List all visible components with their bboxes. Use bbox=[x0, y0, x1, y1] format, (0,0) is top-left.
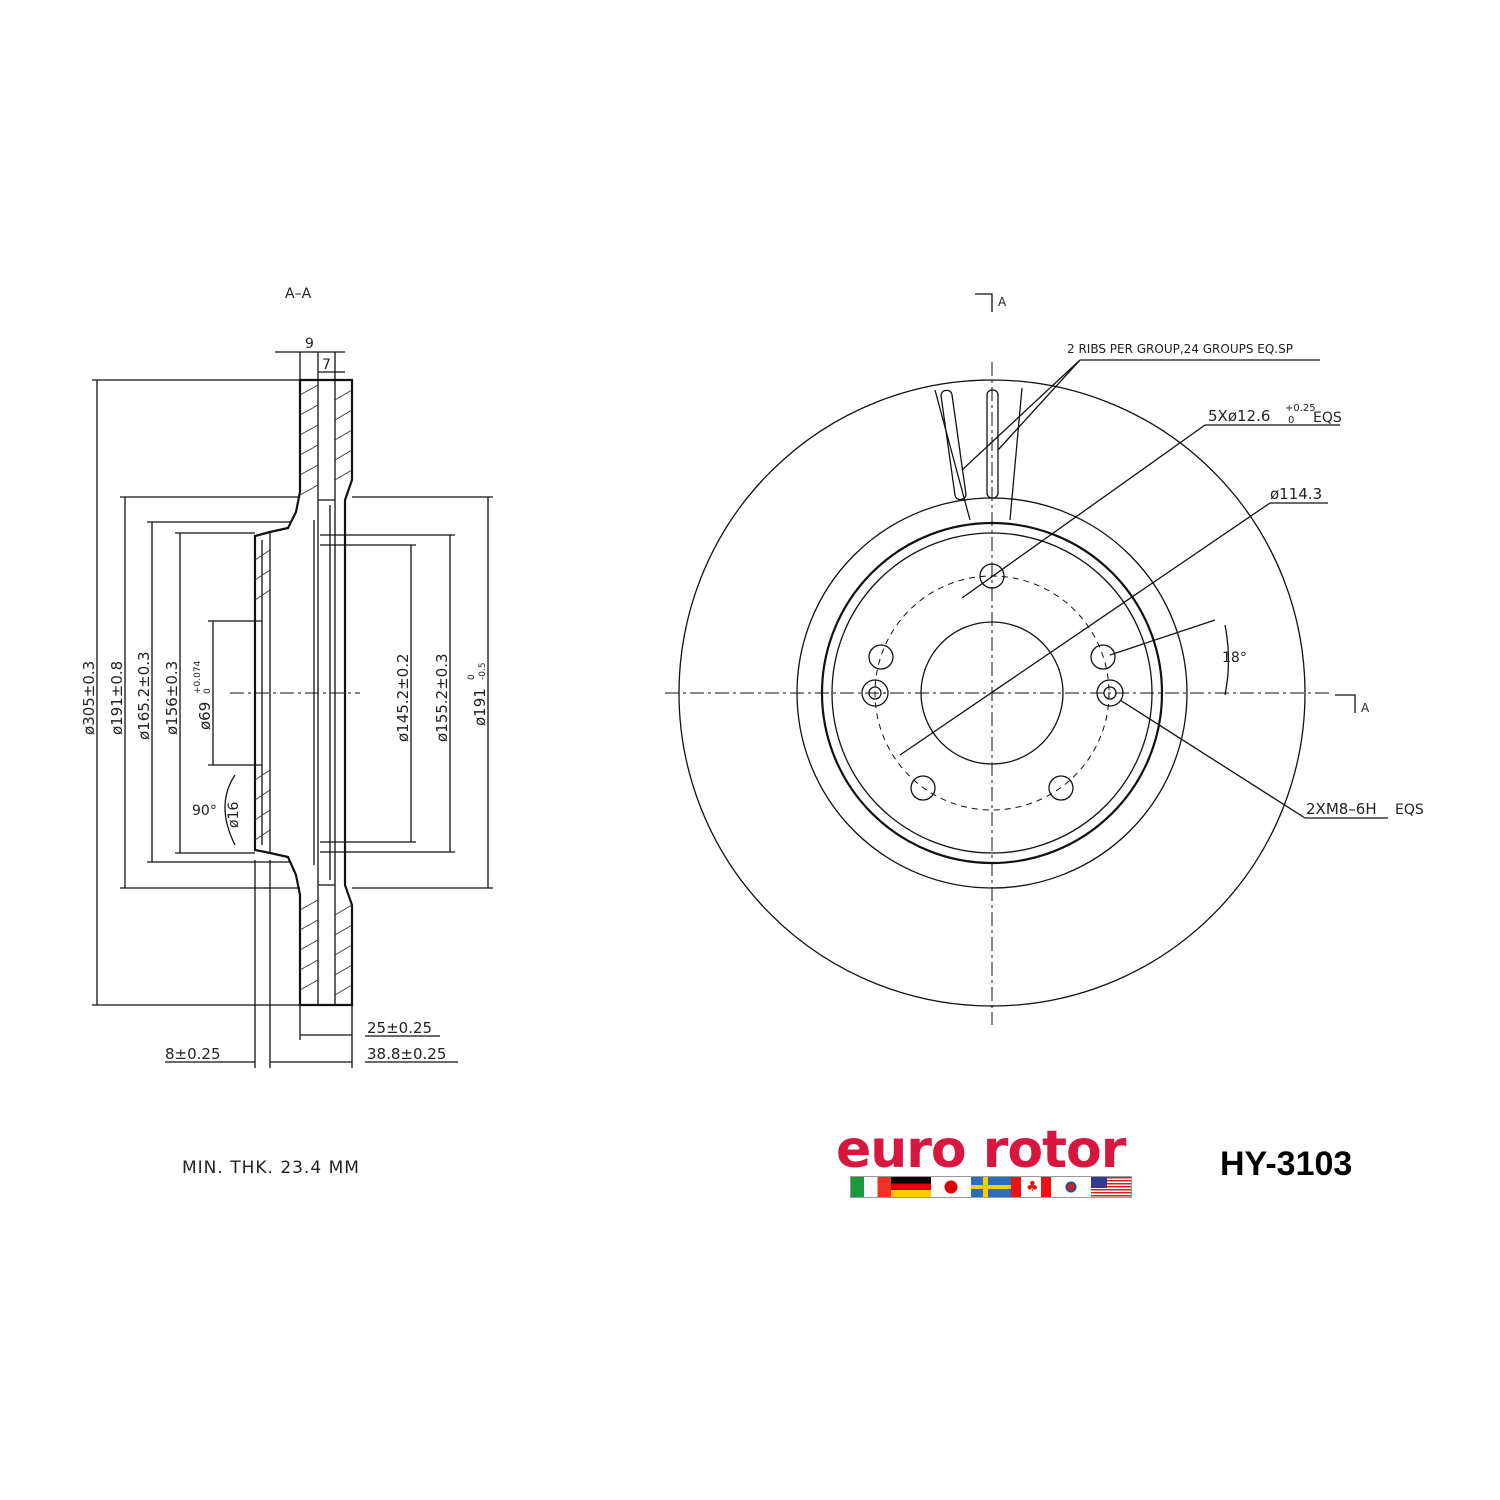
flag-sweden bbox=[971, 1177, 1011, 1197]
dim-d156: ø156±0.3 bbox=[163, 661, 181, 735]
angle-arc bbox=[224, 774, 236, 846]
ribs-note: 2 RIBS PER GROUP,24 GROUPS EQ.SP bbox=[1067, 342, 1293, 356]
dim-d191b-tol-lower: -0.5 bbox=[478, 662, 488, 680]
flag-korea bbox=[1051, 1177, 1091, 1197]
dim-d69-tol-upper: +0.074 bbox=[193, 660, 203, 694]
flag-usa bbox=[1091, 1177, 1131, 1197]
dim-d305: ø305±0.3 bbox=[80, 661, 98, 735]
section-title: A–A bbox=[285, 286, 312, 302]
leader-lines bbox=[899, 359, 1388, 819]
country-flags: ♣ bbox=[850, 1176, 1132, 1198]
front-view: A A 2 RIBS PER GROUP,24 GROUPS EQ.SP 5Xø… bbox=[665, 293, 1424, 1025]
threaded-note: 2XM8–6H bbox=[1306, 800, 1377, 818]
dim-d155: ø155.2±0.3 bbox=[433, 653, 451, 742]
part-number: HY-3103 bbox=[1220, 1145, 1353, 1183]
dimension-lines bbox=[92, 351, 493, 1068]
section-marker-right: A bbox=[1361, 701, 1370, 715]
min-thickness-note: MIN. THK. 23.4 MM bbox=[182, 1158, 360, 1178]
section-markers bbox=[975, 293, 1356, 713]
bolt-hole bbox=[1090, 644, 1116, 670]
dim-d191b-tol-upper: 0 bbox=[467, 674, 477, 680]
section-view: A–A 9 7 ø305±0.3 ø191±0.8 ø165.2±0.3 ø15… bbox=[80, 286, 493, 1178]
dim-8: 8±0.25 bbox=[165, 1045, 221, 1063]
bolt-tol-lower: 0 bbox=[1288, 415, 1294, 426]
flag-canada: ♣ bbox=[1011, 1177, 1051, 1197]
dim-d69: ø69 bbox=[196, 702, 214, 730]
dim-7: 7 bbox=[322, 357, 331, 373]
dim-25: 25±0.25 bbox=[367, 1019, 432, 1037]
dim-d69-tol-lower: 0 bbox=[203, 688, 213, 694]
section-marker-top: A bbox=[998, 295, 1007, 309]
bolt-hole bbox=[1048, 775, 1074, 801]
hatching bbox=[254, 384, 353, 996]
disc-profile bbox=[253, 378, 354, 1007]
dim-d16: ø16 bbox=[226, 802, 242, 828]
centerlines bbox=[665, 362, 1330, 1025]
dim-d191: ø191±0.8 bbox=[108, 661, 126, 735]
dim-d191b: ø191 bbox=[471, 688, 489, 726]
cooling-ribs bbox=[934, 387, 1023, 521]
dim-38-8: 38.8±0.25 bbox=[367, 1045, 446, 1063]
dim-angle-90: 90° bbox=[192, 803, 217, 819]
threaded-eqs: EQS bbox=[1395, 802, 1424, 818]
bolt-hole bbox=[910, 775, 936, 801]
flag-italy bbox=[851, 1177, 891, 1197]
angle-note: 18° bbox=[1222, 650, 1247, 666]
bolt-hole bbox=[868, 644, 894, 670]
dim-9: 9 bbox=[305, 336, 314, 352]
brand-logo: euro rotor bbox=[836, 1120, 1126, 1180]
dim-d165: ø165.2±0.3 bbox=[135, 651, 153, 740]
pcd-note: ø114.3 bbox=[1270, 485, 1322, 503]
bolt-tol-upper: +0.25 bbox=[1285, 403, 1316, 414]
bolt-hole-note: 5Xø12.6 bbox=[1208, 407, 1270, 425]
flag-germany bbox=[891, 1177, 931, 1197]
dim-d145: ø145.2±0.2 bbox=[394, 653, 412, 742]
flag-japan bbox=[931, 1177, 971, 1197]
bolt-eqs: EQS bbox=[1313, 410, 1342, 426]
